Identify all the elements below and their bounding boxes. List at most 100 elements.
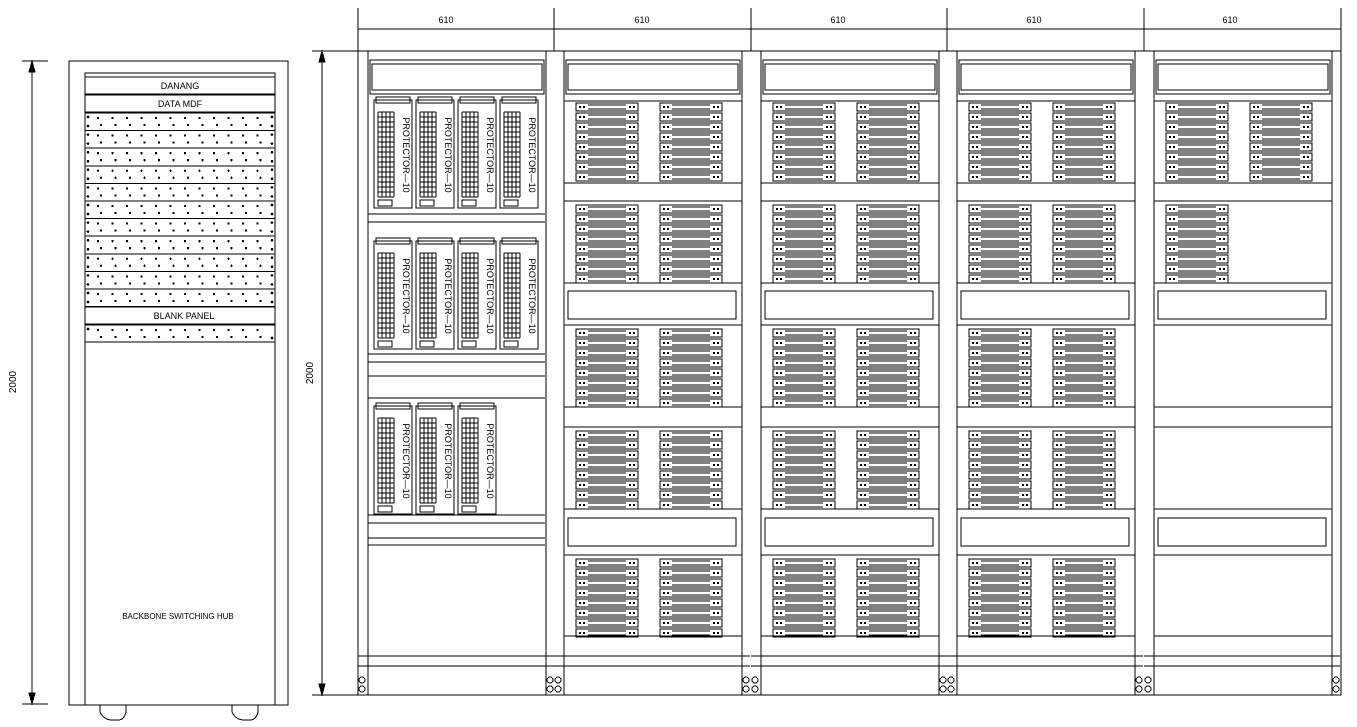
cassette-dot: [712, 135, 716, 139]
cassette-dot: [1109, 561, 1113, 565]
mount-hole: [86, 159, 90, 163]
port-dot: [96, 187, 100, 190]
cassette-dot: [666, 145, 670, 149]
cassette-dot: [1172, 207, 1176, 211]
cassette-dot: [859, 267, 863, 271]
cassette-dot: [829, 125, 833, 129]
cassette-dot: [971, 571, 975, 575]
cassette-dot: [829, 267, 833, 271]
port-dot: [227, 204, 230, 208]
cassette-dot: [971, 381, 975, 385]
protector-label: PROTECTOR—10: [401, 423, 411, 498]
cassette-dot: [632, 135, 636, 139]
cassette-dot: [1025, 361, 1029, 365]
cassette-dot: [716, 351, 720, 355]
cassette-dot: [909, 631, 913, 635]
cassette-dot: [1055, 561, 1059, 565]
cassette-dot: [975, 561, 979, 565]
cassette-dot: [1059, 351, 1063, 355]
cassette-dot: [1021, 165, 1025, 169]
cassette-dot: [632, 433, 636, 437]
patch-panel-outline: [84, 324, 276, 343]
cassette-dot: [825, 207, 829, 211]
cassette-dot: [909, 145, 913, 149]
right-height-label: 2000: [305, 361, 316, 384]
cassette-dot: [775, 115, 779, 119]
cassette-dot: [628, 217, 632, 221]
cassette-dot: [1109, 227, 1113, 231]
cassette-dot: [1109, 341, 1113, 345]
patch-cassette: [968, 214, 1032, 224]
port-dot: [244, 211, 248, 215]
cassette-dot: [662, 443, 666, 447]
cassette-dot: [829, 341, 833, 345]
port-dot: [114, 335, 117, 339]
cassette-dot: [779, 433, 783, 437]
cassette-dot: [1025, 175, 1029, 179]
cassette-dot: [975, 571, 979, 575]
port-dot: [215, 211, 219, 215]
patch-stack: [856, 558, 920, 638]
cassette-dot: [662, 493, 666, 497]
cassette-dot: [1059, 175, 1063, 179]
port-dot: [128, 247, 132, 250]
port-dot: [157, 335, 161, 339]
cassette-dot: [1021, 463, 1025, 467]
protector-label: PROTECTOR—10: [485, 117, 495, 192]
port-dot: [128, 282, 132, 285]
cassette-dot: [666, 277, 670, 281]
port-dot: [157, 282, 161, 285]
cassette-dot: [779, 175, 783, 179]
cassette-dot: [582, 483, 586, 487]
port-dot: [215, 194, 219, 197]
cassette-dot: [1109, 237, 1113, 241]
cassette-dot: [666, 581, 670, 585]
mount-hole: [86, 133, 90, 136]
port-dot: [259, 229, 262, 232]
cassette-dot: [1021, 391, 1025, 395]
cassette-dot: [578, 351, 582, 355]
cassette-dot: [1021, 371, 1025, 375]
cassette-dot: [859, 351, 863, 355]
cassette-dot: [975, 601, 979, 605]
cassette-dot: [779, 443, 783, 447]
cassette-dot: [909, 341, 913, 345]
cassette-dot: [859, 381, 863, 385]
cassette-dot: [1222, 267, 1226, 271]
cassette-dot: [859, 237, 863, 241]
port-dot: [230, 335, 233, 339]
patch-cassette: [1052, 172, 1116, 182]
cassette-dot: [666, 443, 670, 447]
cassette-dot: [628, 351, 632, 355]
cassette-dot: [662, 237, 666, 241]
patch-cassette: [856, 378, 920, 388]
cassette-dot: [662, 371, 666, 375]
cassette-dot: [779, 561, 783, 565]
patch-cassette: [968, 628, 1032, 638]
cassette-dot: [712, 175, 716, 179]
cassette-dot: [913, 473, 917, 477]
cassette-dot: [662, 483, 666, 487]
cassette-dot: [1105, 621, 1109, 625]
patch-cassette: [772, 172, 836, 182]
cassette-dot: [1105, 463, 1109, 467]
patch-cassette: [1165, 224, 1229, 234]
cassette-dot: [662, 165, 666, 169]
cassette-dot: [825, 493, 829, 497]
cassette-dot: [1021, 331, 1025, 335]
patch-cassette: [772, 244, 836, 254]
port-dot: [186, 282, 190, 285]
cassette-dot: [716, 591, 720, 595]
protector-foot: [377, 505, 393, 513]
cassette-dot: [1025, 341, 1029, 345]
patch-cassette: [1052, 214, 1116, 224]
port-dot: [201, 299, 204, 303]
cassette-dot: [1256, 125, 1260, 129]
cassette-dot: [829, 483, 833, 487]
mount-hole: [86, 283, 90, 286]
cassette-dot: [1021, 401, 1025, 405]
patch-cassette: [856, 244, 920, 254]
top-tray: [369, 59, 545, 95]
cassette-dot: [1105, 401, 1109, 405]
cassette-dot: [582, 227, 586, 231]
